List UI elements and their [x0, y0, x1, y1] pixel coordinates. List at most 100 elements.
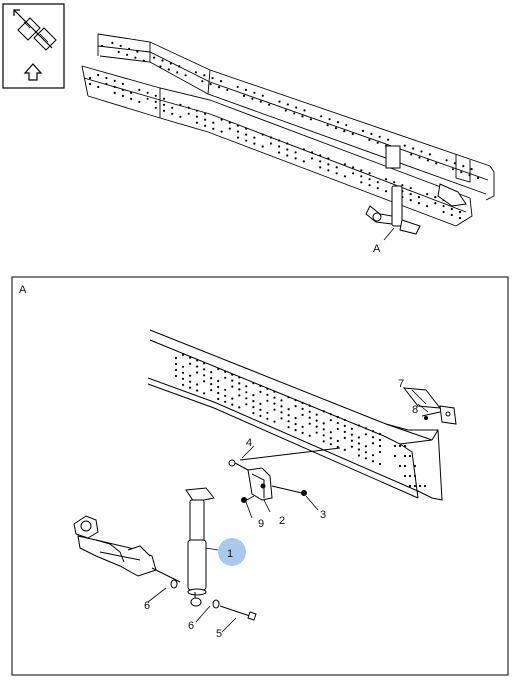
rivet-dot — [343, 430, 346, 433]
rivet-dot — [378, 432, 382, 436]
rivet-dot — [217, 379, 220, 383]
rivet-dot — [174, 356, 178, 360]
rivet-dot — [315, 419, 318, 422]
rivet-dot — [315, 425, 318, 428]
rivet-dot — [361, 129, 365, 132]
rivet-dot — [203, 392, 206, 395]
rivet-dot — [187, 112, 190, 115]
rivet-dot — [403, 144, 406, 147]
rivet-dot — [378, 462, 382, 466]
rivet-dot — [364, 445, 367, 448]
rivet-dot — [181, 377, 185, 380]
rivet-dot — [322, 422, 325, 425]
rivet-dot — [371, 442, 375, 445]
rivet-dot — [171, 112, 174, 115]
rivet-dot — [308, 404, 311, 407]
rivet-dot — [88, 76, 92, 80]
orientation-icon-box — [2, 3, 65, 89]
rivet-dot — [231, 403, 234, 406]
rivet-dot — [203, 380, 206, 383]
rivet-dot — [231, 385, 234, 388]
rivet-dot — [357, 448, 360, 451]
rivet-dot — [413, 474, 417, 478]
rivet-dot — [236, 136, 240, 139]
rivet-dot — [128, 47, 131, 50]
rivet-dot — [130, 91, 133, 94]
rivet-dot — [154, 94, 157, 97]
rivet-dot — [287, 396, 290, 399]
rivet-dot — [398, 444, 402, 448]
rivet-dot — [100, 44, 104, 48]
rivet-dot — [117, 50, 120, 54]
rivet-dot — [376, 141, 379, 144]
rivet-dot — [245, 391, 248, 394]
rivet-dot — [231, 373, 234, 376]
rivet-dot — [236, 124, 240, 127]
rivet-dot — [413, 464, 417, 468]
rivet-dot — [189, 380, 192, 383]
rivet-dot — [169, 62, 172, 65]
rivet-dot — [179, 115, 182, 118]
rivet-dot — [343, 175, 346, 178]
rivet-dot — [345, 124, 348, 127]
rivet-dot — [252, 412, 255, 415]
rivet-dot — [174, 362, 178, 366]
rivet-dot — [329, 437, 332, 440]
rivet-dot — [408, 484, 412, 488]
rivet-dot — [360, 181, 363, 184]
rivet-dot — [445, 159, 448, 162]
rivet-dot — [259, 402, 262, 405]
rivet-dot — [360, 175, 363, 178]
rivet-dot — [278, 151, 281, 154]
rivet-dot — [167, 68, 170, 71]
rivet-dot — [286, 103, 289, 106]
rivet-dot — [146, 97, 149, 100]
rivet-dot — [252, 382, 255, 385]
rivet-dot — [335, 166, 338, 169]
rivet-dot — [403, 454, 407, 458]
rivet-dot — [408, 454, 412, 458]
rivet-dot — [153, 56, 156, 59]
rivet-dot — [302, 148, 305, 151]
rivet-dot — [252, 406, 255, 409]
rivet-dot — [343, 163, 346, 166]
rivet-dot — [368, 178, 371, 181]
rivet-dot — [350, 445, 353, 448]
rivet-dot — [261, 94, 264, 97]
rivet-dot — [435, 162, 438, 165]
up-arrow-icon — [23, 63, 43, 81]
rivet-dot — [442, 204, 445, 208]
rivet-dot — [273, 390, 276, 393]
overview-lower-rail — [81, 65, 473, 227]
overview-leader-line — [383, 227, 395, 241]
rivet-dot — [226, 88, 229, 92]
rivet-dot — [423, 484, 427, 488]
rivet-dot — [134, 56, 137, 59]
rivet-dot — [238, 394, 241, 397]
rivet-dot — [451, 168, 454, 171]
detail-upper-mount-bracket — [239, 447, 341, 501]
rivet-dot — [343, 424, 346, 427]
rivet-dot — [219, 80, 223, 83]
rivet-dot — [460, 171, 463, 174]
rivet-dot — [315, 431, 318, 434]
rivet-dot — [253, 91, 256, 94]
rivet-dot — [259, 390, 262, 393]
rivet-dot — [470, 168, 473, 171]
rivet-dot — [220, 118, 223, 121]
rivet-dot — [204, 118, 207, 121]
rivet-dot — [319, 154, 322, 157]
rivet-dot — [357, 442, 360, 445]
rivet-dot — [393, 444, 397, 448]
rivet-dot — [189, 356, 192, 359]
rivet-dot — [280, 405, 283, 408]
callout-7: 7 — [398, 378, 404, 390]
rivet-dot — [327, 169, 330, 172]
rivet-dot — [434, 202, 437, 205]
callout-4: 4 — [246, 437, 252, 449]
rivet-dot — [336, 121, 340, 124]
rivet-dot — [350, 439, 353, 442]
rivet-dot — [245, 127, 248, 130]
rivet-dot — [181, 353, 185, 356]
rivet-dot — [309, 118, 312, 121]
